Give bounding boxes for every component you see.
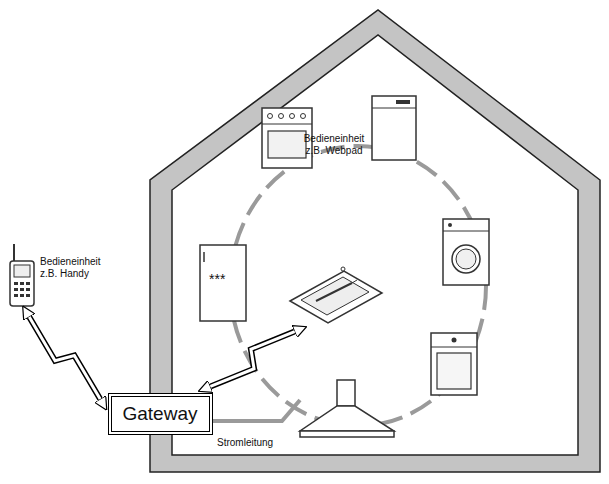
node-title: Bedieneinheit z.B. Webpad (297, 133, 371, 156)
extractor-hood-icon-part (337, 380, 355, 406)
mobile-phone-icon-part (14, 265, 30, 277)
fridge-icon (200, 245, 246, 321)
stove-icon-part (268, 114, 273, 119)
mobile-phone-icon-part (26, 282, 30, 285)
network-ring (230, 146, 486, 426)
dryer-icon-part (452, 338, 457, 343)
extractor-hood-icon-part (300, 431, 394, 437)
dishwasher-icon-part (372, 96, 416, 160)
fridge-icon-part (203, 252, 205, 262)
dishwasher-icon (372, 96, 416, 160)
washing-machine-icon-part (452, 245, 480, 273)
link-outline (210, 332, 294, 387)
mobile-phone-icon-part (10, 261, 34, 306)
freezer-stars: *** (209, 272, 225, 287)
mobile-phone-icon-part (14, 294, 18, 297)
dryer-icon-part (431, 347, 477, 348)
dryer-icon-part (437, 353, 471, 389)
network-ring-part (230, 146, 486, 426)
dryer-icon-part (431, 333, 477, 395)
dishwasher-icon-part (396, 100, 410, 104)
node-title: Gateway (109, 394, 211, 433)
webpad-icon-part (301, 277, 369, 315)
mobile-phone-icon-part (20, 282, 24, 285)
fridge-icon-part (200, 245, 246, 321)
webpad-unit: Bedieneinheit z.B. Webpad (285, 133, 383, 325)
house-outline (150, 10, 600, 472)
house-outline-part (150, 10, 600, 472)
line-label: Stromleitung (217, 437, 273, 448)
mobile-phone-icon-part (14, 282, 18, 285)
dishwasher-icon-part (372, 108, 416, 109)
mobile-phone-icon-part (20, 294, 24, 297)
power-line-part (213, 400, 300, 421)
washing-machine-icon (443, 219, 489, 285)
mobile-phone-icon (10, 244, 34, 306)
webpad-icon-part (316, 283, 352, 301)
webpad-icon-part (352, 280, 357, 283)
extractor-hood-icon (300, 380, 394, 437)
washing-machine-icon-part (448, 223, 452, 227)
stove-icon-part (268, 131, 306, 158)
stove-icon-part (279, 114, 284, 119)
link-fill (29, 317, 100, 399)
washing-machine-icon-part (443, 231, 489, 232)
wireless-link (210, 332, 294, 387)
webpad-icon (290, 267, 382, 323)
handy-unit: Bedieneinheit z.B. Handy (8, 240, 120, 308)
washing-machine-icon-part (456, 249, 476, 269)
gateway-box: Gateway (108, 393, 213, 435)
wireless-link (29, 317, 100, 399)
extractor-hood-icon-part (300, 406, 394, 431)
power-line (213, 400, 300, 421)
mobile-phone-icon-part (14, 288, 18, 291)
mobile-phone-icon-part (20, 288, 24, 291)
mobile-phone-icon-part (26, 288, 30, 291)
dryer-icon (431, 333, 477, 395)
webpad-icon-part (290, 271, 382, 323)
mobile-phone-icon-part (26, 294, 30, 297)
stove-icon-part (290, 114, 295, 119)
node-title: Bedieneinheit z.B. Handy (40, 256, 110, 279)
link-fill (210, 332, 294, 387)
mobile-phone-icon-part (13, 244, 15, 262)
stove-icon-part (262, 124, 312, 125)
link-outline (29, 317, 100, 399)
stove-icon-part (301, 114, 306, 119)
washing-machine-icon-part (443, 219, 489, 285)
webpad-icon-part (341, 267, 345, 271)
